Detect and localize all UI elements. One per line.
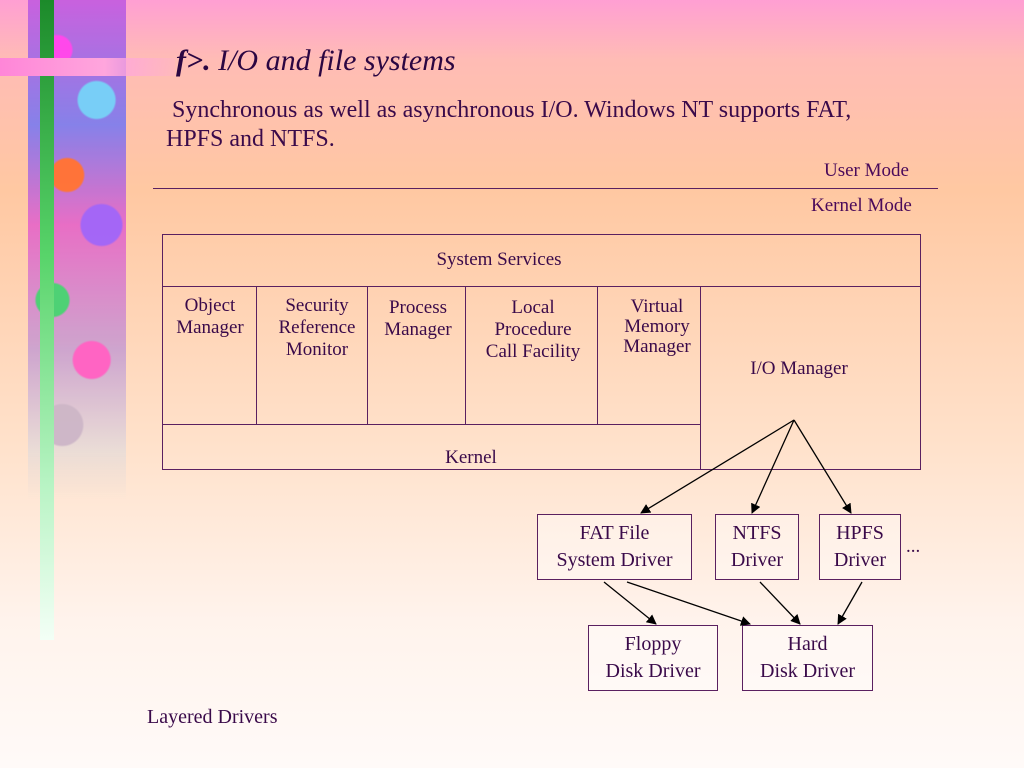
- kernel-label: Kernel: [445, 447, 497, 468]
- user-mode-label: User Mode: [824, 160, 909, 181]
- security-reference-monitor-label: Security Reference Monitor: [278, 295, 356, 360]
- decorative-pink-bar: [0, 58, 175, 76]
- lpc-facility-label: Local Procedure Call Facility: [485, 297, 581, 362]
- object-manager-label: Object Manager: [176, 295, 244, 338]
- nt-executive-diagram: System Services Object Manager Security …: [162, 234, 921, 470]
- arrow-io-to-ntfs: [751, 419, 795, 514]
- subtitle-line-2: HPFS and NTFS.: [166, 126, 335, 152]
- arrow-ntfs-to-hard: [759, 581, 801, 625]
- arrow-io-to-hpfs: [793, 419, 852, 514]
- mode-divider: [153, 188, 938, 189]
- title-text: I/O and file systems: [218, 44, 456, 77]
- title-prefix: f>.: [176, 44, 211, 77]
- component-divider: [597, 286, 598, 424]
- kernel-mode-label: Kernel Mode: [811, 195, 912, 216]
- slide-subtitle: Synchronous as well as asynchronous I/O.…: [166, 96, 996, 154]
- io-manager-label: I/O Manager: [750, 358, 848, 379]
- subtitle-line-1: Synchronous as well as asynchronous I/O.…: [172, 97, 852, 123]
- io-manager-divider: [700, 286, 701, 470]
- decorative-green-bar: [40, 0, 54, 640]
- more-drivers-ellipsis: ...: [906, 536, 921, 557]
- arrow-hpfs-to-hard: [837, 581, 863, 625]
- slide-title: f>. I/O and file systems: [176, 44, 456, 78]
- kernel-divider: [163, 424, 701, 425]
- component-divider: [465, 286, 466, 424]
- footer-caption: Layered Drivers: [147, 706, 278, 728]
- component-divider: [367, 286, 368, 424]
- component-divider: [256, 286, 257, 424]
- system-services-label: System Services: [436, 249, 562, 270]
- system-services-divider: [163, 286, 920, 287]
- virtual-memory-manager-label: Virtual Memory Manager: [623, 296, 691, 357]
- arrow-fat-to-hard: [626, 581, 751, 626]
- process-manager-label: Process Manager: [384, 297, 452, 340]
- arrow-io-to-fat: [640, 419, 795, 514]
- arrow-fat-to-floppy: [603, 581, 657, 625]
